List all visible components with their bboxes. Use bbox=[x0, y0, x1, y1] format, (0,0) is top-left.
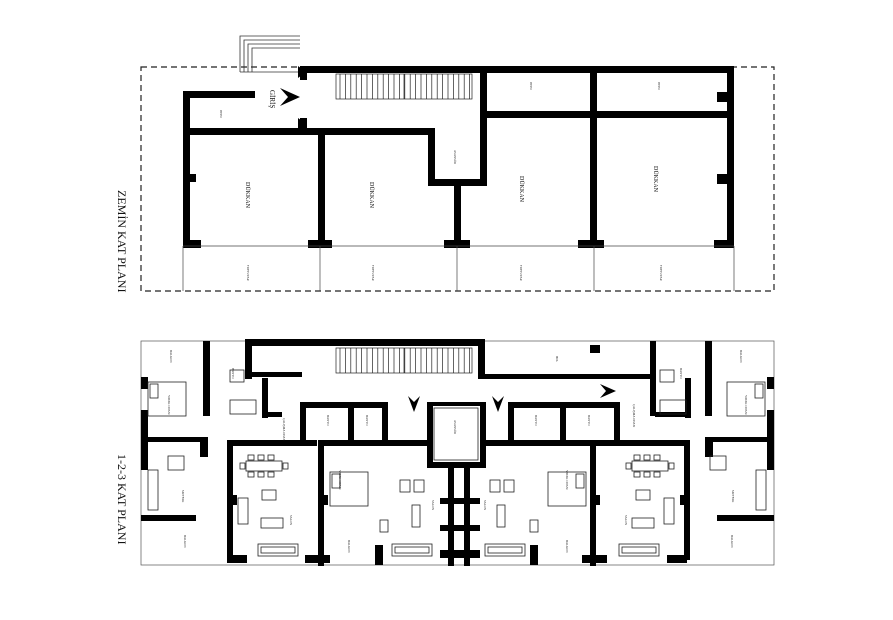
sidewalk-label-1: TRETUVAR bbox=[246, 265, 250, 281]
entrance-marker-icon bbox=[298, 118, 306, 130]
ground-floor-title: ZEMİN KAT PLANI bbox=[115, 190, 129, 292]
balcony-tr-label: BALKON bbox=[739, 350, 743, 363]
salon-ml-label: SALON bbox=[431, 500, 435, 511]
salon-l-label: SALON bbox=[289, 515, 293, 526]
bedroom-ml-label: YATAK ODASI bbox=[338, 470, 342, 490]
typical-floor-title: 1-2-3 KAT PLANI bbox=[115, 454, 129, 544]
direction-arrow-icon bbox=[408, 396, 420, 412]
lobby-label: HOL bbox=[555, 356, 559, 362]
wc-4-label: BANYO bbox=[587, 415, 591, 427]
typical-stairs bbox=[335, 347, 473, 374]
salon-r-label: SALON bbox=[624, 515, 628, 526]
balcony-br-label: BALKON bbox=[730, 535, 734, 548]
shop-2-label: DÜKKAN bbox=[368, 182, 375, 209]
entrance-ramp bbox=[239, 35, 300, 73]
sidewalk-label-4: TRETUVAR bbox=[659, 265, 663, 281]
typical-walls bbox=[141, 339, 774, 566]
salon-mr-label: SALON bbox=[483, 500, 487, 511]
wc-2-label: BANYO bbox=[365, 415, 369, 427]
beds bbox=[147, 369, 766, 507]
ground-site-boundary bbox=[140, 66, 775, 292]
bedroom-l-label: YATAK ODASI bbox=[167, 395, 171, 415]
elevator-label-typical: ASANSÖR bbox=[453, 420, 458, 434]
bedroom-r-label: YATAK ODASI bbox=[744, 395, 748, 415]
sidewalk-label-3: TRETUVAR bbox=[519, 265, 523, 281]
bedroom-mr-label: YATAK ODASI bbox=[565, 470, 569, 490]
ground-sidewalk bbox=[182, 245, 735, 291]
kitchen-fixtures bbox=[147, 455, 767, 533]
sofas bbox=[237, 479, 675, 557]
direction-arrow-icon bbox=[600, 384, 616, 398]
ground-walls bbox=[183, 66, 734, 248]
depot-label: DEPO bbox=[219, 110, 223, 119]
entrance-marker-icon bbox=[298, 66, 306, 78]
shop-4-label: DÜKKAN bbox=[652, 166, 659, 193]
balcony-tl-label: BALKON bbox=[169, 350, 173, 363]
study-r-label: ÇALIŞMA ODASI bbox=[632, 404, 636, 427]
elevator-label: ASANSÖR bbox=[453, 150, 458, 164]
elevator-cabin bbox=[433, 407, 479, 461]
wc-3-label: BANYO bbox=[534, 415, 538, 427]
ground-floor-plan: GİRİŞ DÜKKAN DÜKKAN DÜKKAN DÜKKAN DEPO D… bbox=[115, 35, 775, 292]
typical-floor-plan: 1-2-3 KAT PLANI BALKON BALKON BALKON BAL… bbox=[115, 339, 775, 566]
balcony-mid-l-label: BALKON bbox=[347, 540, 351, 553]
balcony-mid-r-label: BALKON bbox=[565, 540, 569, 553]
dining-table-right bbox=[625, 454, 675, 478]
ground-stairs bbox=[335, 73, 473, 100]
kitchen-r-label: MUTFAK bbox=[731, 490, 735, 503]
bath-l-label: BANYO bbox=[231, 368, 235, 380]
study-l-label: ÇALIŞMA ODASI bbox=[282, 418, 286, 441]
storage-2-label: DEPO bbox=[657, 82, 661, 91]
shop-1-label: DÜKKAN bbox=[244, 182, 251, 209]
kitchen-l-label: MUTFAK bbox=[181, 490, 185, 503]
sidewalk-label-2: TRETUVAR bbox=[371, 265, 375, 281]
direction-arrow-icon bbox=[492, 396, 504, 412]
bath-r-label: BANYO bbox=[679, 368, 683, 380]
entrance-arrow-icon bbox=[280, 88, 300, 106]
storage-1-label: DEPO bbox=[529, 82, 533, 91]
wc-1-label: BANYO bbox=[326, 415, 330, 427]
balcony-bl-label: BALKON bbox=[183, 535, 187, 548]
entrance-label: GİRİŞ bbox=[268, 90, 276, 108]
shop-3-label: DÜKKAN bbox=[518, 176, 525, 203]
dining-table-left bbox=[239, 454, 289, 478]
